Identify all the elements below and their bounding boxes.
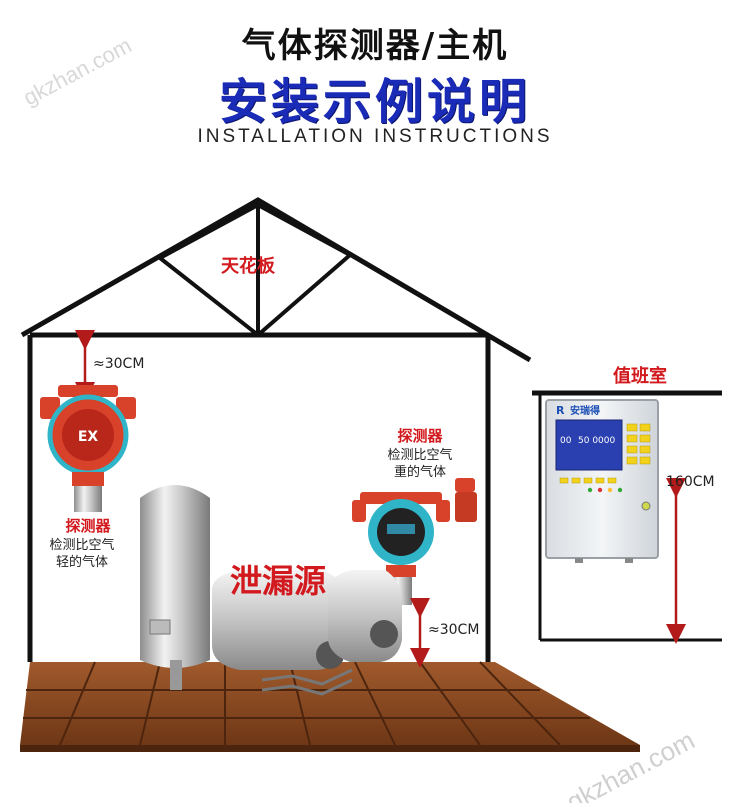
detector-left-title: 探测器 xyxy=(65,517,111,535)
detector-right-desc-2: 重的气体 xyxy=(394,464,446,480)
watermark-top: gkzhan.com xyxy=(19,32,135,110)
gas-tank-horizontal-2 xyxy=(328,570,402,662)
status-lights xyxy=(587,487,623,493)
controller-height-label: 160CM xyxy=(666,474,715,490)
roof-truss xyxy=(158,200,352,337)
ceiling-label: 天花板 xyxy=(221,255,276,277)
lcd-reading: 50 0000 xyxy=(578,436,615,446)
title-sub: 安装示例说明 xyxy=(218,74,531,130)
tank-stand xyxy=(261,668,353,696)
detector-left-desc-1: 检测比空气 xyxy=(49,537,114,553)
title-english: INSTALLATION INSTRUCTIONS xyxy=(197,126,553,147)
brand-logo-icon: R xyxy=(556,404,565,417)
detector-left: EX xyxy=(40,385,136,512)
lcd-value: 00 xyxy=(560,436,572,446)
key-lock-icon xyxy=(641,501,651,511)
controller-cabinet: R 安瑞得 00 50 0000 xyxy=(545,399,659,563)
wooden-floor xyxy=(20,661,640,752)
duty-room-label: 值班室 xyxy=(613,365,667,387)
keypad xyxy=(559,423,651,484)
detector-left-desc-2: 轻的气体 xyxy=(56,554,108,570)
detector-right-title: 探测器 xyxy=(397,427,443,445)
brand-label: 安瑞得 xyxy=(570,404,600,417)
detector-ex-badge: EX xyxy=(78,429,99,445)
gas-tank-vertical xyxy=(140,485,210,690)
detector-right-desc-1: 检测比空气 xyxy=(387,447,452,463)
duty-room-outline xyxy=(532,390,722,642)
bottom-distance-label: ≈30CM xyxy=(428,622,479,638)
leak-source-label: 泄漏源 xyxy=(230,562,326,600)
detector-right xyxy=(352,478,477,605)
title-main: 气体探测器/主机 xyxy=(241,26,509,66)
top-distance-label: ≈30CM xyxy=(93,356,144,372)
